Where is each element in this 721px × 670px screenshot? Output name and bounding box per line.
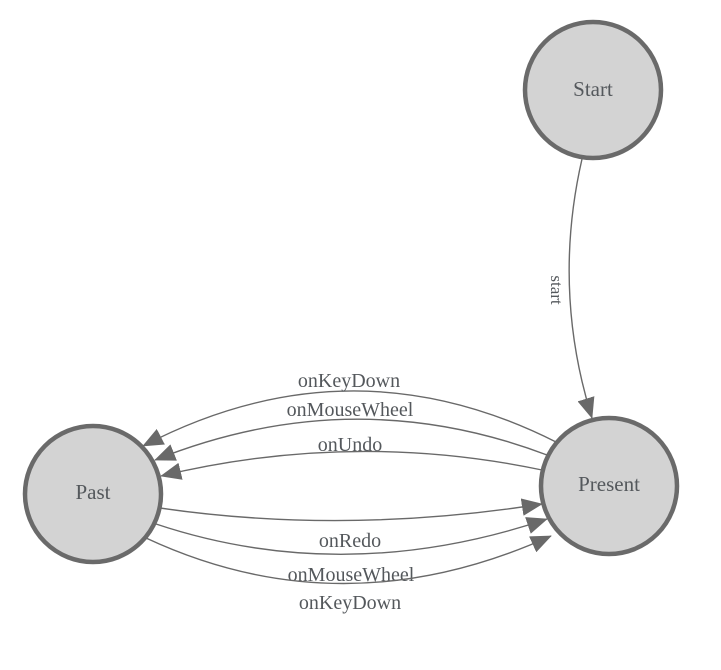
state-node-past-label: Past xyxy=(75,480,110,504)
edge-label-onmousewheel-to-present: onMouseWheel xyxy=(288,564,415,586)
state-node-start-label: Start xyxy=(573,77,613,101)
edge-onmousewheel-to-present: onMouseWheel xyxy=(155,517,548,586)
edge-line-onundo-to-past xyxy=(160,450,543,480)
edge-label-onundo-to-past: onUndo xyxy=(318,434,382,456)
state-node-past-circle xyxy=(22,423,164,565)
edge-onredo-to-present: onRedo xyxy=(159,498,543,552)
edge-line-start xyxy=(568,158,595,419)
edge-onkeydown-to-past: onKeyDown xyxy=(142,370,557,447)
edge-line-onkeydown-to-past xyxy=(142,390,557,447)
state-node-present-label: Present xyxy=(578,472,640,496)
edge-line-onredo-to-present xyxy=(159,498,543,522)
edge-onmousewheel-to-past: onMouseWheel xyxy=(154,399,548,461)
state-node-present-circle xyxy=(538,415,680,557)
state-node-start: Start xyxy=(522,19,664,161)
edge-onundo-to-past: onUndo xyxy=(160,434,543,480)
edge-label-onkeydown-to-present: onKeyDown xyxy=(299,592,401,614)
edge-label-onmousewheel-to-past: onMouseWheel xyxy=(287,399,414,421)
edge-line-onmousewheel-to-present xyxy=(155,517,548,555)
edge-start-to-present: start xyxy=(547,158,595,419)
state-node-present: Present xyxy=(538,415,680,557)
edge-line-onmousewheel-to-past xyxy=(154,418,548,461)
edge-onkeydown-to-present: onKeyDown xyxy=(145,535,552,614)
edge-label-onredo-to-present: onRedo xyxy=(319,530,381,552)
edge-line-onkeydown-to-present xyxy=(145,535,552,585)
state-node-start-circle xyxy=(522,19,664,161)
state-node-past: Past xyxy=(22,423,164,565)
edge-label-onkeydown-to-past: onKeyDown xyxy=(298,370,400,392)
edge-label-start: start xyxy=(547,275,566,305)
